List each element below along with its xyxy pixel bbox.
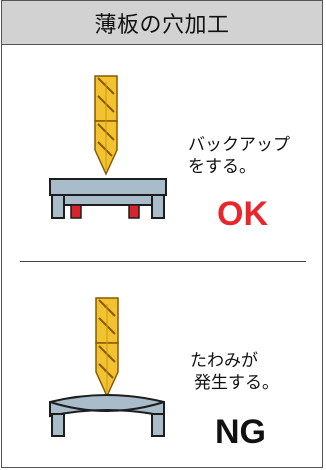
ng-caption-line-2: 発生する。: [194, 373, 279, 393]
fixture-leg-right: [151, 413, 165, 437]
drill-icon: [95, 297, 119, 398]
ok-caption: バックアップ をする。: [188, 134, 290, 178]
section-divider: [20, 261, 306, 262]
ng-caption: たわみが 発生する。: [190, 350, 279, 394]
ok-verdict: OK: [217, 195, 268, 233]
ng-illustration: [49, 297, 165, 437]
backup-block-left: [70, 204, 82, 219]
page-title: 薄板の穴加工: [94, 12, 230, 38]
ok-caption-line-1: バックアップ: [188, 135, 290, 155]
flat-workpiece: [49, 178, 167, 196]
fixture-leg-left: [51, 413, 65, 437]
header: 薄板の穴加工: [2, 1, 322, 45]
ok-caption-line-2: をする。: [188, 157, 256, 177]
bent-workpiece: [49, 394, 165, 418]
ng-verdict: NG: [215, 413, 266, 451]
backup-block-right: [128, 204, 140, 219]
ng-caption-line-1: たわみが: [190, 351, 258, 371]
ok-illustration: [49, 75, 167, 219]
drill-icon: [94, 75, 118, 176]
